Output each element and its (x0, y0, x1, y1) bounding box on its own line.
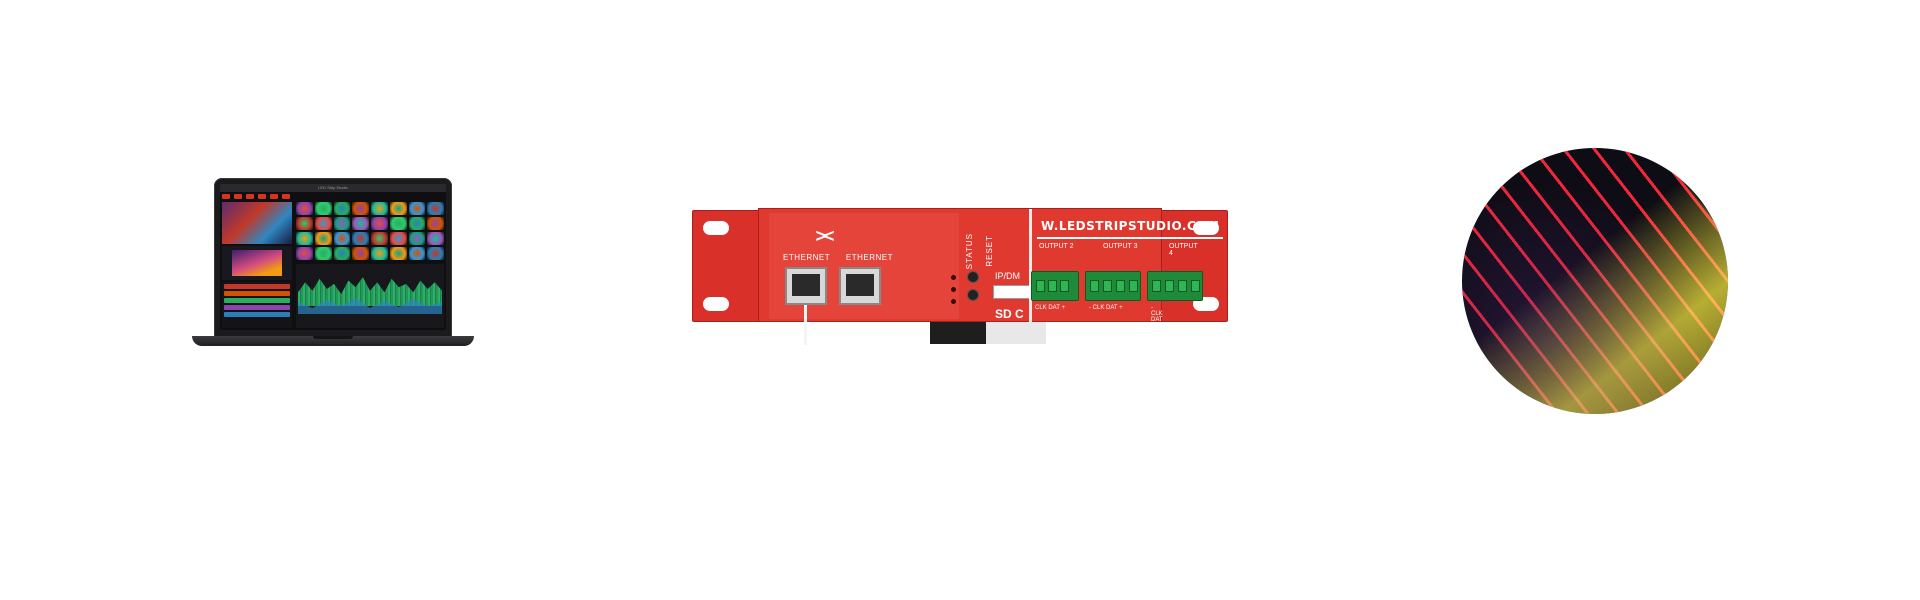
toolbar-icon (246, 194, 254, 199)
toolbar-icon (270, 194, 278, 199)
laptop-lid: LED Strip Studio (214, 178, 452, 338)
clip-thumbnail (296, 217, 313, 230)
app-title: LED Strip Studio (220, 184, 446, 192)
laptop-screen: LED Strip Studio (220, 184, 446, 330)
clip-thumbnail (314, 202, 332, 215)
clip-grid (296, 202, 444, 260)
clip-thumbnail (314, 217, 332, 230)
clip-thumbnail (314, 232, 332, 245)
ethernet-label: ETHERNET (783, 253, 831, 262)
clip-thumbnail (352, 247, 369, 260)
rack-controller-image: >< ETHERNET ETHERNET STATUS RESET (692, 208, 1228, 345)
url-underline (1037, 237, 1223, 239)
clip-thumbnail (333, 247, 351, 260)
clip-thumbnail (333, 202, 351, 215)
output-label: OUTPUT 3 (1103, 243, 1138, 250)
pin-label: CLK DAT + (1035, 305, 1065, 311)
purple-haze (1462, 148, 1728, 414)
clip-thumbnail (389, 217, 407, 230)
laptop-notch (313, 336, 353, 339)
clip-thumbnail (371, 247, 388, 260)
reset-button (967, 271, 979, 283)
status-led (951, 299, 956, 304)
clip-thumbnail (352, 232, 369, 245)
reset-button (967, 289, 979, 301)
pin-label: - CLK DAT + (1089, 305, 1123, 311)
clip-thumbnail (408, 247, 426, 260)
network-panel: >< ETHERNET ETHERNET STATUS RESET (769, 213, 994, 345)
led-strip-photo (1462, 148, 1728, 414)
clip-thumbnail (352, 202, 369, 215)
sd-card-label: SD C (995, 307, 1024, 321)
clip-thumbnail (408, 232, 426, 245)
mounting-slot (703, 221, 729, 235)
clip-thumbnail (371, 217, 388, 230)
rack-ear-left (692, 210, 762, 322)
clip-thumbnail (427, 202, 444, 215)
clip-thumbnail (333, 232, 351, 245)
usb-connector (986, 322, 1046, 344)
clip-thumbnail (408, 202, 426, 215)
audio-waveform (298, 277, 442, 306)
secondary-preview (222, 246, 292, 280)
brand-logo-icon: >< (815, 226, 834, 246)
clip-thumbnail (314, 247, 332, 260)
ethernet-cable (804, 305, 807, 345)
main-preview (222, 202, 292, 244)
layer-list (222, 282, 292, 328)
toolbar-icon (258, 194, 266, 199)
reset-label: RESET (985, 235, 994, 267)
output-label: OUTPUT 4 (1169, 243, 1198, 257)
dip-switch (993, 285, 1031, 299)
output-terminal (1085, 271, 1141, 301)
status-led (951, 287, 956, 292)
rack-body: >< ETHERNET ETHERNET STATUS RESET (758, 208, 1223, 345)
clip-thumbnail (389, 202, 407, 215)
status-led (951, 275, 956, 280)
status-label: STATUS (965, 233, 974, 270)
clip-thumbnail (352, 217, 369, 230)
mounting-slot (703, 297, 729, 311)
toolbar-icon (282, 194, 290, 199)
clip-thumbnail (296, 247, 313, 260)
clip-thumbnail (427, 217, 444, 230)
clip-thumbnail (427, 247, 444, 260)
clip-thumbnail (408, 217, 426, 230)
output-terminal (1031, 271, 1079, 301)
rack-ear-right (1158, 210, 1228, 322)
clip-thumbnail (371, 202, 388, 215)
app-toolbar (222, 194, 290, 200)
divider (1029, 209, 1032, 323)
clip-thumbnail (389, 247, 407, 260)
clip-thumbnail (296, 232, 313, 245)
clip-thumbnail (427, 232, 444, 245)
ethernet-labels: ETHERNET ETHERNET (783, 253, 893, 262)
toolbar-icon (234, 194, 242, 199)
laptop-image: LED Strip Studio (192, 178, 474, 354)
ethernet-label: ETHERNET (845, 253, 893, 262)
ip-dmx-label: IP/DM (995, 271, 1021, 281)
clip-thumbnail (296, 202, 313, 215)
sd-card-slot (930, 322, 986, 344)
pin-label: - CLK DAT + (1151, 305, 1163, 329)
output-label: OUTPUT 2 (1039, 243, 1074, 250)
website-url: W.LEDSTRIPSTUDIO.COM (1041, 219, 1220, 233)
laptop-base (192, 336, 474, 346)
timeline (296, 264, 444, 328)
mounting-slot (1193, 221, 1219, 235)
toolbar-icon (222, 194, 230, 199)
clip-thumbnail (333, 217, 351, 230)
output-terminal (1147, 271, 1203, 301)
ethernet-port-1 (785, 267, 827, 345)
clip-thumbnail (371, 232, 388, 245)
clip-thumbnail (389, 232, 407, 245)
ethernet-port-2 (839, 267, 881, 305)
